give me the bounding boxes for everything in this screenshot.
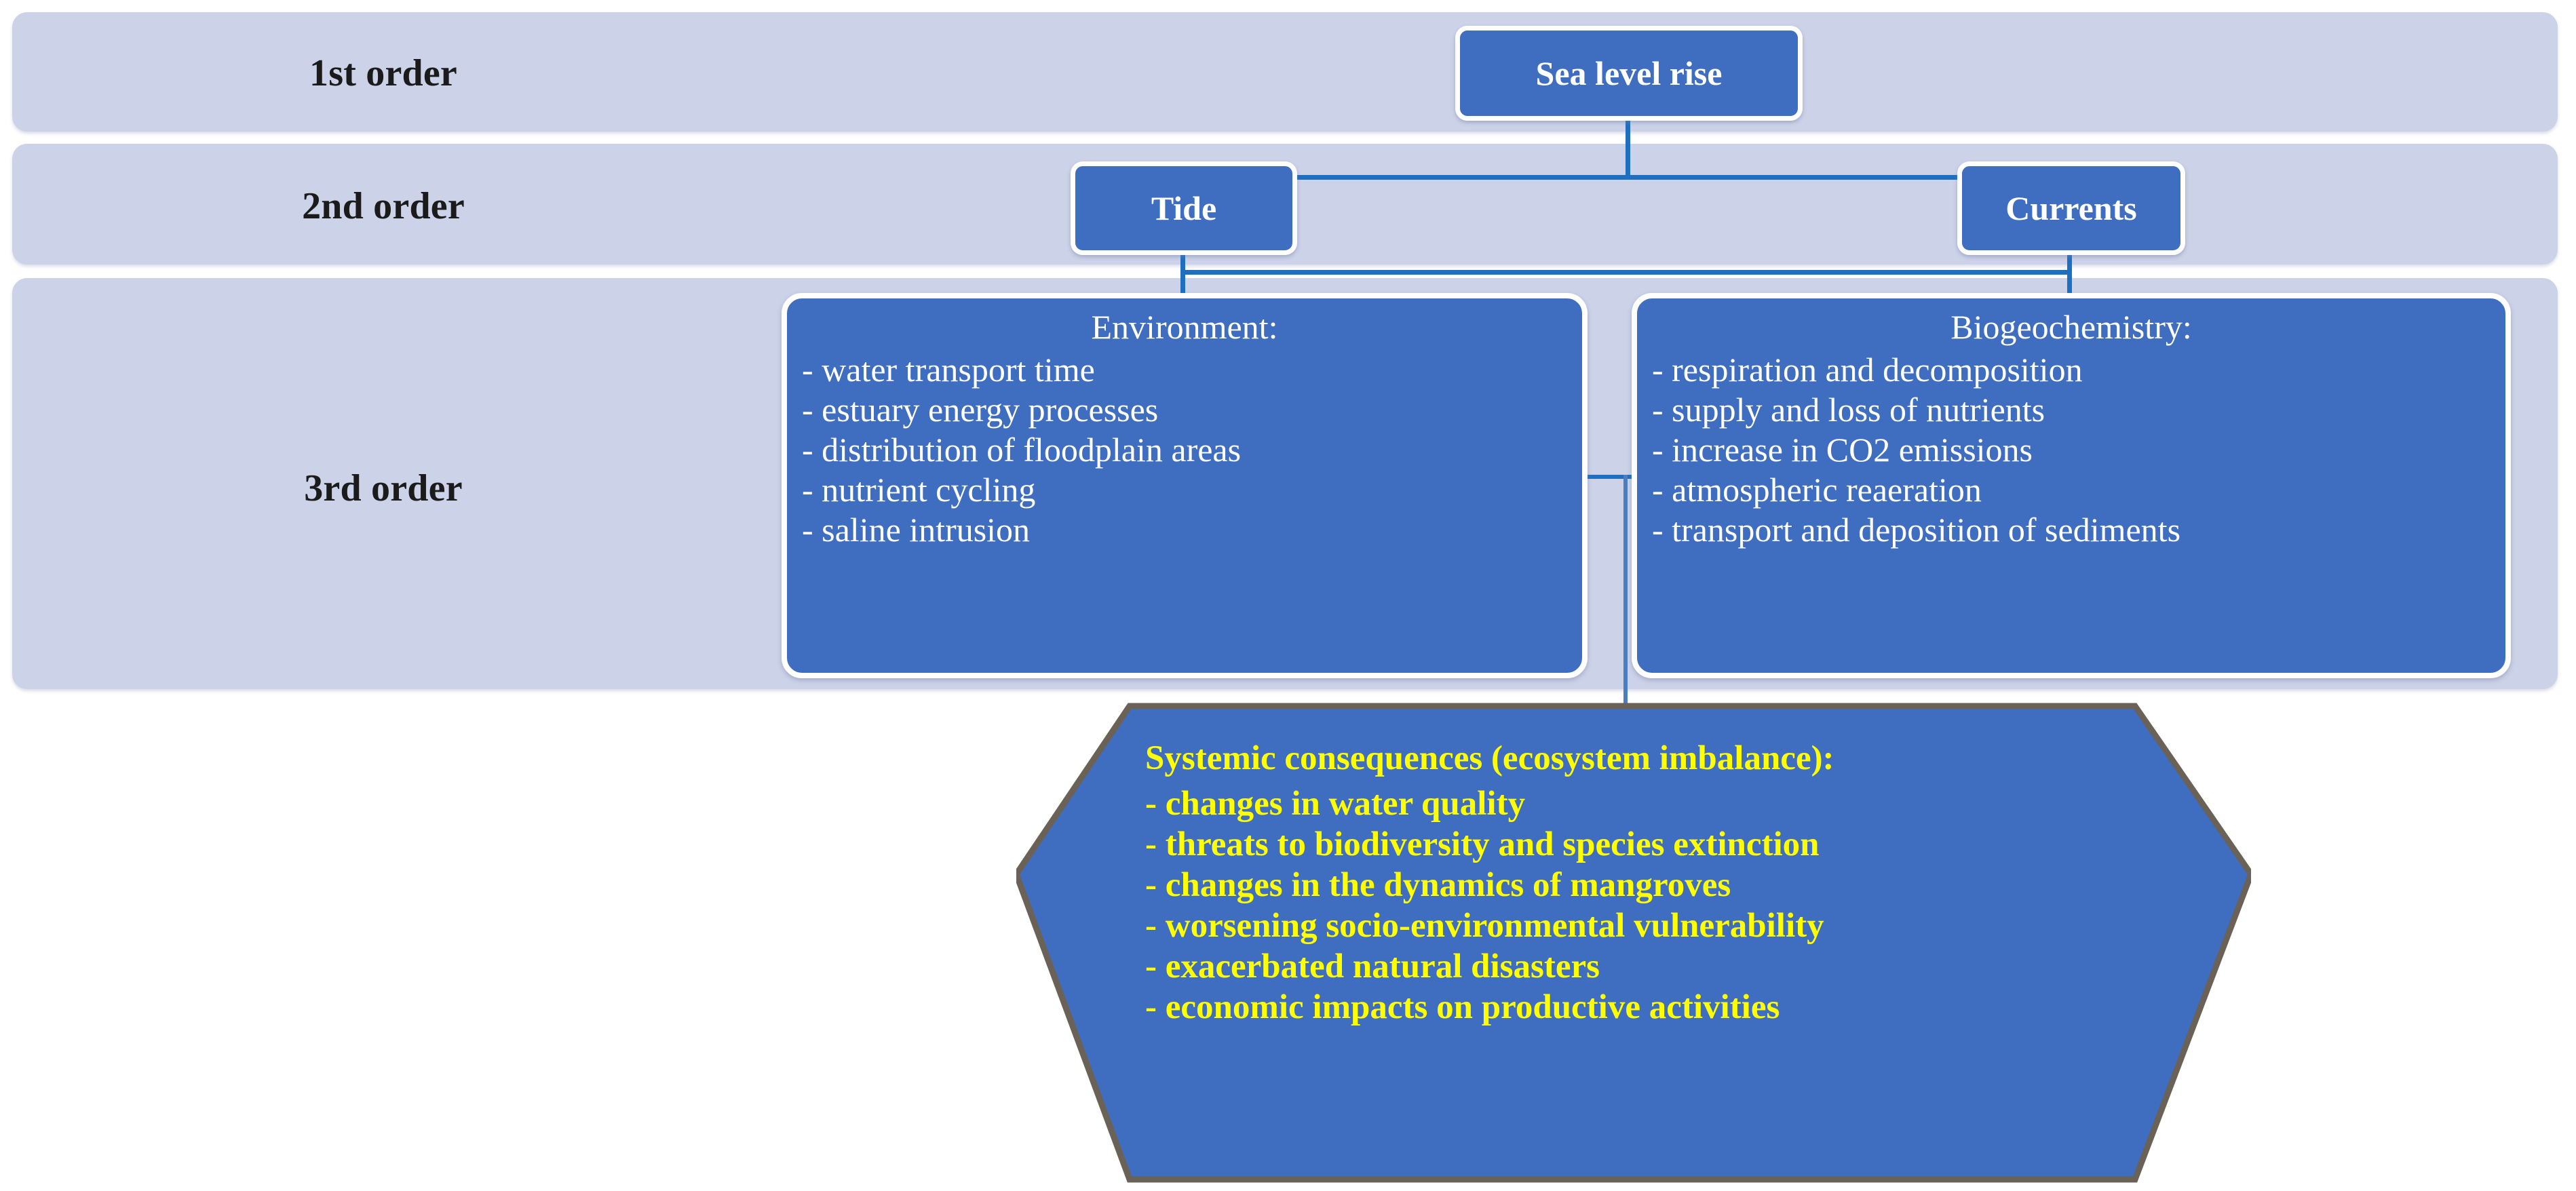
node-sea-level-rise-label: Sea level rise bbox=[1535, 54, 1723, 92]
list-item: - changes in water quality bbox=[1145, 785, 1526, 823]
list-item: - worsening socio-environmental vulnerab… bbox=[1145, 906, 1824, 945]
node-tide-label: Tide bbox=[1151, 189, 1217, 227]
order-band-1st bbox=[12, 12, 2558, 132]
biogeochemistry-list: - respiration and decomposition - supply… bbox=[1649, 350, 2493, 550]
connector-order3-bus bbox=[1180, 270, 2072, 275]
node-currents-label: Currents bbox=[2005, 189, 2137, 227]
node-systemic-consequences[interactable]: Systemic consequences (ecosystem imbalan… bbox=[1016, 702, 2251, 1187]
list-item: - supply and loss of nutrients bbox=[1652, 391, 2045, 429]
list-item: - nutrient cycling bbox=[802, 471, 1036, 509]
connector-sea-level-rise-stem bbox=[1626, 121, 1630, 178]
systemic-list: - changes in water quality - threats to … bbox=[1145, 784, 2163, 1028]
list-item: - estuary energy processes bbox=[802, 391, 1159, 429]
list-item: - economic impacts on productive activit… bbox=[1145, 988, 1780, 1026]
list-item: - water transport time bbox=[802, 351, 1095, 389]
node-environment[interactable]: Environment: - water transport time - es… bbox=[782, 293, 1588, 678]
list-item: - transport and deposition of sediments bbox=[1652, 511, 2181, 549]
node-tide[interactable]: Tide bbox=[1071, 161, 1297, 255]
list-item: - atmospheric reaeration bbox=[1652, 471, 1982, 509]
node-sea-level-rise[interactable]: Sea level rise bbox=[1455, 26, 1803, 121]
list-item: - exacerbated natural disasters bbox=[1145, 947, 1600, 985]
hexagon-shape bbox=[1016, 705, 2251, 1180]
node-currents[interactable]: Currents bbox=[1957, 161, 2185, 255]
systemic-heading: Systemic consequences (ecosystem imbalan… bbox=[1145, 739, 1834, 777]
systemic-text-block: Systemic consequences (ecosystem imbalan… bbox=[1145, 739, 2163, 1028]
connector-currents-stem bbox=[2067, 254, 2072, 295]
list-item: - threats to biodiversity and species ex… bbox=[1145, 825, 1820, 864]
connector-tide-stem bbox=[1180, 254, 1185, 295]
order-label-3rd: 3rd order bbox=[304, 467, 463, 509]
hexagon-outline-icon bbox=[1016, 703, 2251, 1183]
order-label-1st: 1st order bbox=[309, 52, 457, 94]
connector-hexagon-tick bbox=[1588, 475, 1669, 479]
list-item: - respiration and decomposition bbox=[1652, 351, 2083, 389]
list-item: - saline intrusion bbox=[802, 511, 1031, 549]
node-biogeochemistry[interactable]: Biogeochemistry: - respiration and decom… bbox=[1632, 293, 2511, 678]
list-item: - distribution of floodplain areas bbox=[802, 431, 1242, 469]
environment-heading: Environment: bbox=[1091, 308, 1278, 346]
connector-order2-bus bbox=[1180, 175, 2072, 180]
list-item: - changes in the dynamics of mangroves bbox=[1145, 866, 1731, 904]
biogeochemistry-heading: Biogeochemistry: bbox=[1950, 308, 2192, 346]
list-item: - increase in CO2 emissions bbox=[1652, 431, 2033, 469]
environment-list: - water transport time - estuary energy … bbox=[799, 350, 1570, 550]
order-label-2nd: 2nd order bbox=[302, 185, 465, 227]
connector-hexagon-drop bbox=[1623, 475, 1628, 733]
